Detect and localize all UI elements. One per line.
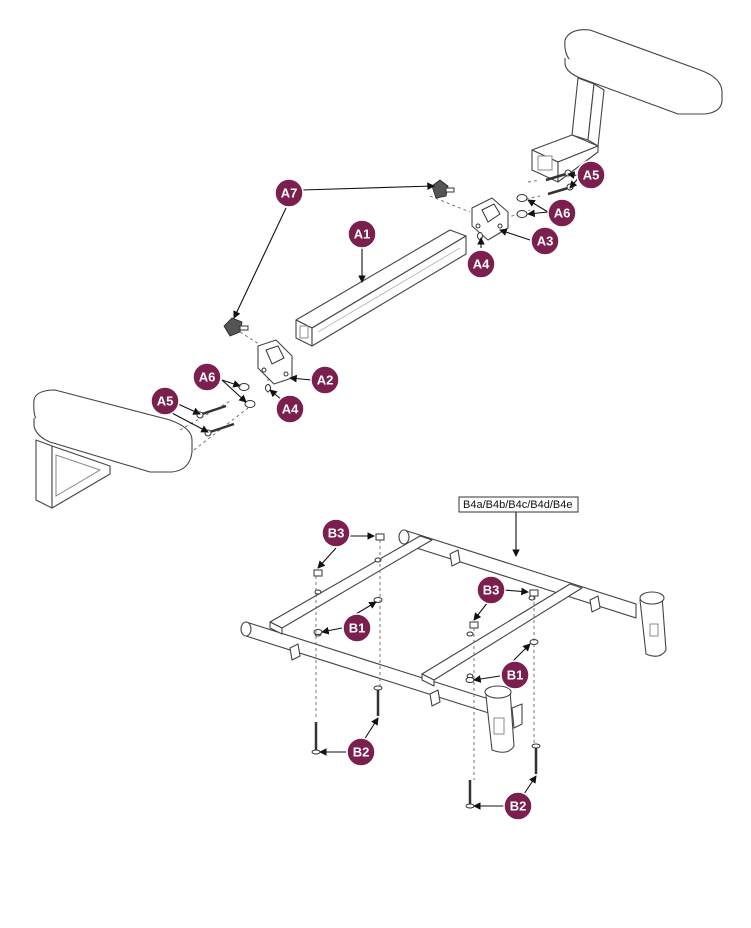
callout-b1-left: B1 <box>342 613 372 643</box>
lower-alignment-lines <box>315 540 535 780</box>
callout-a5-right: A5 <box>576 160 606 190</box>
callout-a4-right: A4 <box>466 249 496 279</box>
washers-right <box>516 194 528 218</box>
callout-b3-right: B3 <box>476 575 506 605</box>
lower-hardware <box>311 533 541 809</box>
callout-a6-left-label: A6 <box>199 370 216 385</box>
frame-label-box: B4a/B4b/B4c/B4d/B4e <box>458 496 579 513</box>
callout-a3: A3 <box>530 226 560 256</box>
callout-b3-right-label: B3 <box>483 583 500 598</box>
callout-a6-right-label: A6 <box>554 206 571 221</box>
callout-a4-left-label: A4 <box>282 402 299 417</box>
callout-a7: A7 <box>274 178 304 208</box>
callout-a7-label: A7 <box>281 186 298 201</box>
callout-a5-right-label: A5 <box>583 168 600 183</box>
callout-a6-right: A6 <box>547 198 577 228</box>
seat-frame <box>240 529 667 753</box>
callout-a5-left-label: A5 <box>157 394 174 409</box>
callout-a5-left: A5 <box>150 386 180 416</box>
bracket-left <box>257 339 293 385</box>
callout-a4-right-label: A4 <box>473 257 490 272</box>
knob-upper <box>431 179 455 199</box>
callout-b2-left: B2 <box>346 737 376 767</box>
washers-left <box>238 383 256 408</box>
callout-b3-left-label: B3 <box>328 526 345 541</box>
callout-b1-left-label: B1 <box>349 621 366 636</box>
knob-lower <box>223 317 249 337</box>
callout-a1: A1 <box>347 219 377 249</box>
callout-b2-right-label: B2 <box>510 799 527 814</box>
callout-b2-left-label: B2 <box>353 745 370 760</box>
callout-a1-label: A1 <box>354 227 371 242</box>
callout-b1-right-label: B1 <box>507 668 524 683</box>
bracket-right <box>471 197 509 241</box>
callout-a6-left: A6 <box>192 362 222 392</box>
callout-b1-right: B1 <box>500 660 530 690</box>
callout-b2-right: B2 <box>503 791 533 821</box>
nut-left <box>265 384 271 392</box>
callout-a3-label: A3 <box>537 234 554 249</box>
callout-a4-left: A4 <box>275 394 305 424</box>
callout-a2: A2 <box>310 365 340 395</box>
crossbar-tube <box>295 229 467 347</box>
callout-a2-label: A2 <box>317 373 334 388</box>
callout-b3-left: B3 <box>321 518 351 548</box>
bolts-left <box>196 404 235 437</box>
nut-right <box>477 232 483 240</box>
frame-label: B4a/B4b/B4c/B4d/B4e <box>463 499 572 511</box>
left-armrest <box>33 389 193 509</box>
right-armrest <box>531 29 723 183</box>
